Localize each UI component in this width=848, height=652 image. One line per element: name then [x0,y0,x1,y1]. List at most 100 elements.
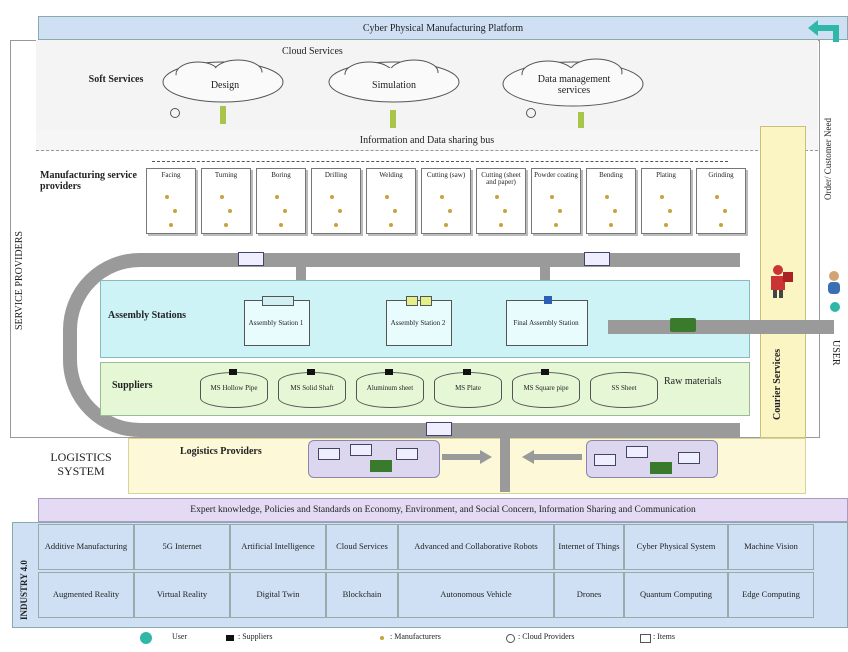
raw-materials-label: Raw materials [664,376,722,387]
arrow-left-icon [522,450,582,464]
supplier-item: MS Hollow Pipe [200,369,268,408]
industry-tech-cell: Virtual Reality [134,572,230,618]
manufacturer-icon [228,209,232,213]
industry-tech-cell: Machine Vision [728,524,814,570]
legend-user: User [172,632,188,641]
cloud-data-management [498,54,648,112]
legend: User : Suppliers : Manufacturers : Cloud… [130,630,730,648]
supplier-item: MS Plate [434,369,502,408]
manufacturer-icon [334,223,338,227]
courier-services-column [760,126,806,438]
item-icon [544,296,552,304]
mfg-service-label: Cutting (saw) [426,171,466,179]
truck-icon [650,462,672,474]
mfg-service-label: Welding [379,171,403,179]
manufacturer-icon [503,209,507,213]
mfg-service-box: Cutting (saw) [421,168,471,234]
supplier-item-label: MS Hollow Pipe [210,384,258,392]
delivery-conveyor [608,320,834,334]
return-arrow-icon [806,18,842,42]
supplier-marker-icon [385,369,393,375]
supplier-item: MS Square pipe [512,369,580,408]
industry-tech-cell: Digital Twin [230,572,326,618]
cloud-data-management-label: Data management services [537,74,611,96]
truck-icon [670,318,696,332]
mfg-service-label: Powder coating [534,171,578,179]
manufacturer-icon [385,195,389,199]
industry-tech-cell: Drones [554,572,624,618]
mfg-service-box: Powder coating [531,168,581,234]
cloud-simulation [324,56,464,106]
assembly-station-1 [244,300,310,346]
info-bus-label: Information and Data sharing bus [359,134,495,146]
assembly-station-2-label: Assembly Station 2 [390,319,446,327]
manufacturer-icon [330,195,334,199]
supplier-item: MS Solid Shaft [278,369,346,408]
platform-title: Cyber Physical Manufacturing Platform [362,22,524,34]
industry-tech-cell: Cloud Services [326,524,398,570]
assembly-stations-label: Assembly Stations [108,310,187,321]
cloud-connector-icon [578,112,584,128]
industry-tech-cell: Quantum Computing [624,572,728,618]
order-customer-need-label: Order/ Customer Need [823,118,833,200]
industry-tech-cell: Cyber Physical System [624,524,728,570]
supplier-item-label: MS Plate [455,384,481,392]
mfg-service-box: Cutting (sheet and paper) [476,168,526,234]
conveyor-loop [60,250,750,440]
industry-tech-cell: Advanced and Collaborative Robots [398,524,554,570]
truck-icon [626,446,648,458]
manufacturer-icon [613,209,617,213]
manufacturer-icon [495,195,499,199]
user-indicator-icon [830,302,840,312]
soft-services-label: Soft Services [88,74,144,85]
mfg-service-label: Plating [656,171,676,179]
courier-person-icon [766,264,794,298]
supplier-item-label: SS Sheet [611,384,637,392]
supplier-marker-icon [541,369,549,375]
mfg-service-label: Drilling [324,171,348,179]
final-assembly-station-label: Final Assembly Station [513,319,579,327]
manufacturer-icon [660,195,664,199]
manufacturer-icon [283,209,287,213]
conveyor-link [540,262,550,282]
logistics-providers-label: Logistics Providers [180,446,262,457]
legend-suppliers: : Suppliers [238,632,273,641]
expert-knowledge-label: Expert knowledge, Policies and Standards… [190,504,696,515]
supplier-item: SS Sheet [590,372,658,408]
item-legend-icon [640,634,651,643]
conveyor-link [296,262,306,282]
suppliers-label: Suppliers [112,380,153,391]
truck-icon [318,448,340,460]
manufacturer-icon [440,195,444,199]
item-icon [420,296,432,306]
truck-icon [678,452,700,464]
manufacturer-icon [668,209,672,213]
truck-icon [584,252,610,266]
mfg-service-label: Turning [214,171,238,179]
mfg-service-box: Turning [201,168,251,234]
industry-tech-cell: Blockchain [326,572,398,618]
industry-tech-cell: Internet of Things [554,524,624,570]
industry-label: INDUSTRY 4.0 [19,560,29,620]
mfg-service-label: Bending [599,171,623,179]
cloud-provider-icon [526,108,536,118]
mfg-service-label: Facing [161,171,181,179]
manufacturer-icon [338,209,342,213]
truck-icon [426,422,452,436]
user-icon [826,270,842,296]
supplier-item-label: Aluminum sheet [366,384,414,392]
info-bus: Information and Data sharing bus [36,130,818,151]
manufacturer-icon [220,195,224,199]
manufacturer-icon [664,223,668,227]
cloud-services-label: Cloud Services [282,46,343,57]
cloud-provider-icon [170,108,180,118]
manufacturer-icon [609,223,613,227]
industry-tech-cell: Augmented Reality [38,572,134,618]
cloud-provider-legend-icon [506,634,515,643]
truck-icon [396,448,418,460]
final-assembly-station [506,300,588,346]
item-icon [262,296,294,306]
manufacturer-icon [554,223,558,227]
service-providers-label: SERVICE PROVIDERS [14,231,25,330]
